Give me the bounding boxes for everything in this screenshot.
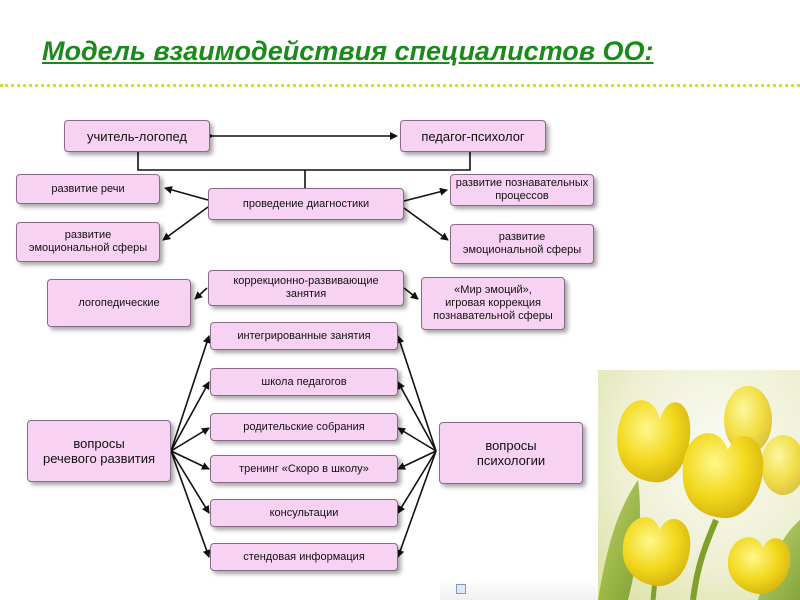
link-hub-fan — [397, 381, 437, 452]
page-title: Модель взаимодействия специалистов ОО: — [42, 36, 654, 66]
psychology-questions-node: вопросы психологии — [439, 422, 583, 484]
link-diag-emo-right — [403, 207, 449, 241]
link-hub-fan — [170, 450, 210, 470]
emotional-right-node: развитие эмоциональной сферы — [450, 224, 594, 264]
consultations-node: консультации — [210, 499, 398, 527]
link-diag-cognitive — [403, 187, 448, 202]
correctional-node: коррекционно-развивающие занятия — [208, 270, 404, 306]
slide-icon — [456, 584, 466, 594]
link-diag-emo-left — [162, 206, 209, 241]
link-corr-logopedic — [194, 287, 208, 300]
link-hub-fan — [170, 450, 210, 514]
emotional-left-node: развитие эмоциональной сферы — [16, 222, 160, 262]
link-hub-fan — [170, 335, 211, 452]
link-top-to-diagnostics — [137, 152, 471, 188]
link-hub-fan — [170, 427, 210, 452]
integrated-node: интегрированные занятия — [210, 322, 398, 350]
speech-development-node: развитие речи — [16, 174, 160, 204]
link-hub-fan — [170, 381, 210, 452]
logopedic-node: логопедические — [47, 279, 191, 327]
speech-therapist-node: учитель-логопед — [64, 120, 210, 152]
psychologist-node: педагог-психолог — [400, 120, 546, 152]
footer-strip — [440, 580, 600, 600]
link-diag-speech — [164, 186, 209, 201]
link-hub-fan — [396, 450, 437, 558]
stand-info-node: стендовая информация — [210, 543, 398, 571]
link-corr-emotions — [403, 287, 419, 300]
diagnostics-node: проведение диагностики — [208, 188, 404, 220]
training-node: тренинг «Скоро в школу» — [210, 455, 398, 483]
link-hub-fan — [397, 427, 437, 452]
world-of-emotions-node: «Мир эмоций», игровая коррекция познават… — [421, 277, 565, 330]
link-hub-fan — [397, 450, 437, 514]
link-hub-fan — [397, 450, 437, 470]
link-hub-fan — [396, 335, 437, 452]
parent-meetings-node: родительские собрания — [210, 413, 398, 441]
speech-questions-node: вопросы речевого развития — [27, 420, 171, 482]
link-hub-fan — [170, 450, 211, 558]
title-divider — [0, 84, 800, 87]
cognitive-development-node: развитие познавательных процессов — [450, 174, 594, 206]
teacher-school-node: школа педагогов — [210, 368, 398, 396]
tulips-image — [598, 370, 800, 600]
